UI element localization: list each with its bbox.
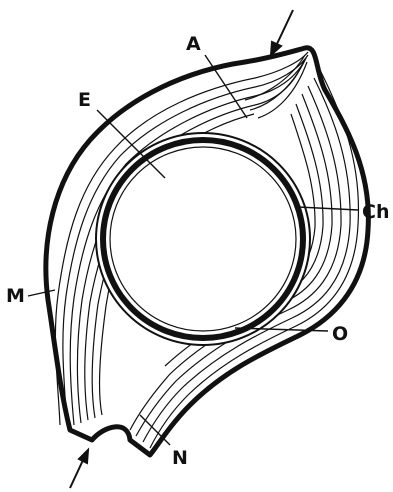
- label-ch: Ch: [362, 201, 389, 223]
- label-a: A: [186, 33, 201, 55]
- label-e: E: [78, 89, 91, 111]
- inner-ring-inner: [110, 147, 296, 331]
- label-o: O: [332, 323, 348, 345]
- label-m: M: [6, 285, 25, 307]
- label-n: N: [172, 447, 188, 469]
- arrow-bottom: [70, 450, 88, 488]
- arrow-top: [271, 10, 293, 55]
